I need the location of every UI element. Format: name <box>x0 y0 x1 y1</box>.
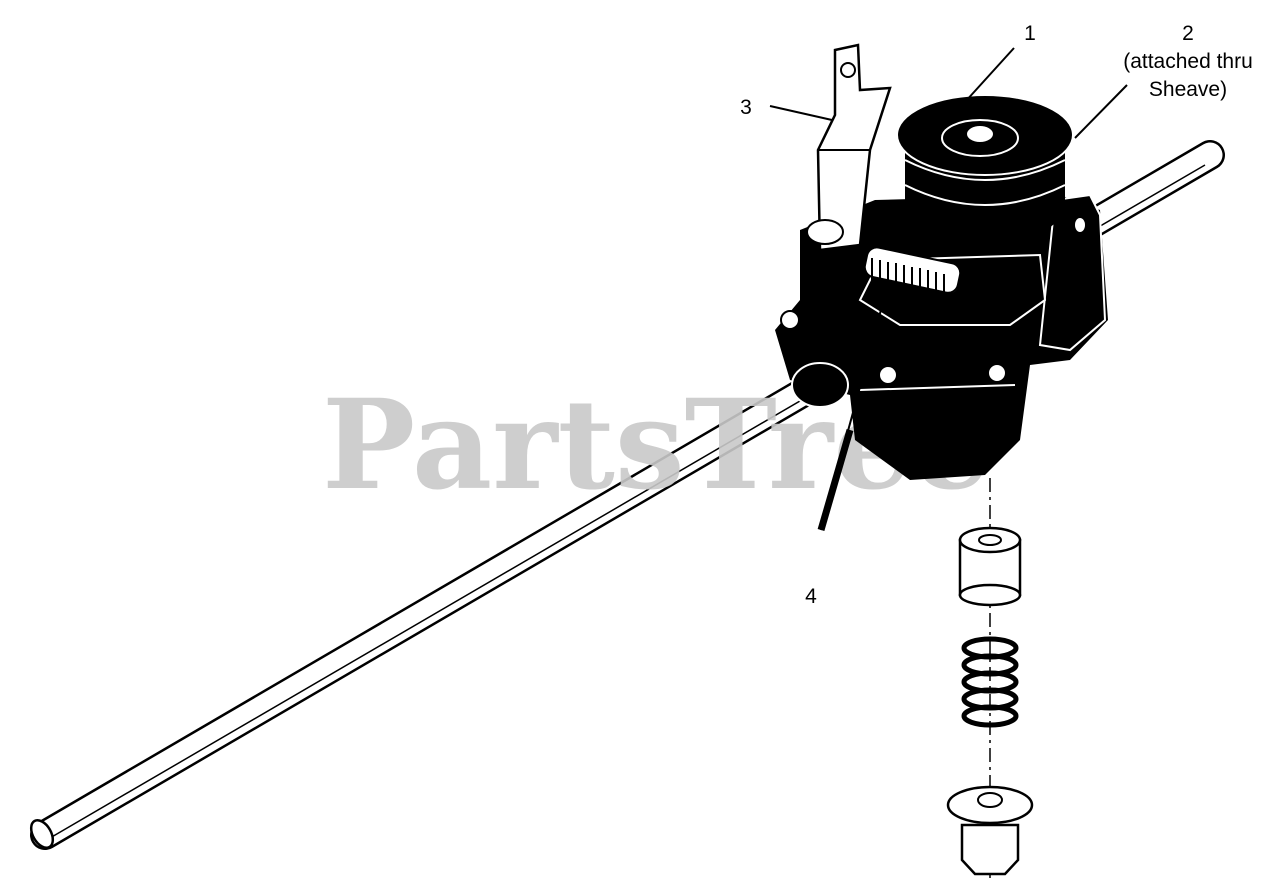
pulley-sheave <box>896 94 1074 243</box>
callout-1: 1 <box>1024 22 1036 45</box>
callout-4: 4 <box>805 585 817 608</box>
compression-spring <box>961 636 1019 728</box>
shift-bracket <box>806 43 892 252</box>
leader-2 <box>1074 84 1128 139</box>
leader-lines <box>769 47 1128 531</box>
spacer-bushing <box>958 526 1022 607</box>
flange-nut <box>946 785 1034 876</box>
leader-4-thick <box>817 429 854 531</box>
callout-2-note-line1: (attached thru <box>1123 50 1253 73</box>
leader-3 <box>769 105 833 121</box>
callout-2-note-line2: Sheave) <box>1149 78 1227 101</box>
callout-3: 3 <box>740 96 752 119</box>
tension-spring <box>863 246 962 302</box>
leader-1 <box>964 47 1015 103</box>
callout-2: 2 <box>1182 22 1194 45</box>
